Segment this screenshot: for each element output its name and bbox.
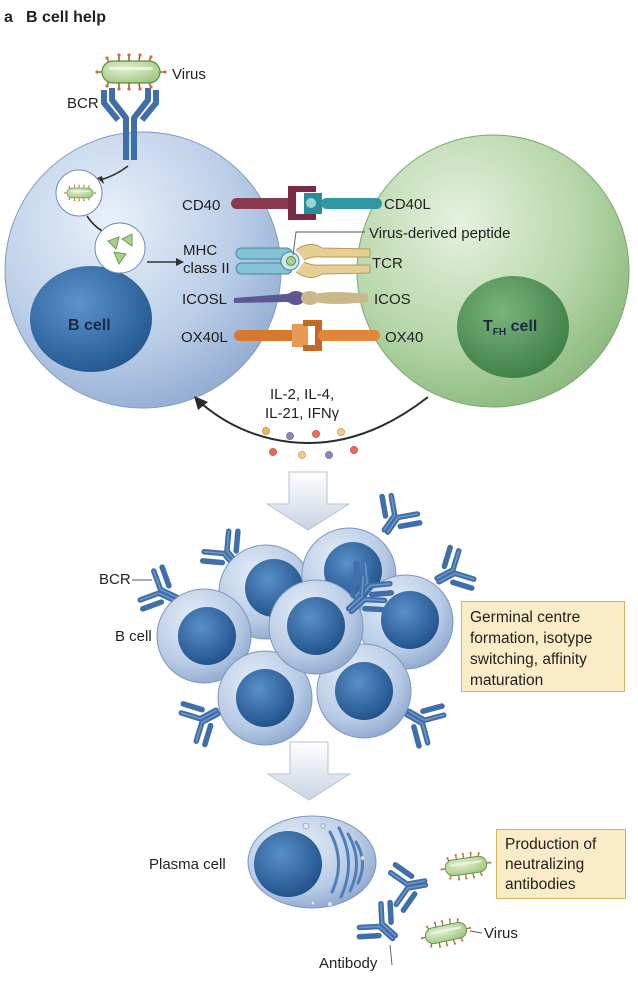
- ab-box-line-1: Production of: [505, 836, 597, 853]
- b-cell-label-middle: B cell: [115, 628, 152, 645]
- gc-box-line-3: switching, affinity: [470, 651, 587, 668]
- plasma-cell-label: Plasma cell: [149, 856, 226, 873]
- endoplasmic-reticulum: [328, 826, 364, 899]
- mhc-label-1: MHC: [183, 242, 217, 259]
- tfh-cell-label: TFH cell: [483, 318, 537, 338]
- cytokines-label-2: IL-21, IFNγ: [265, 405, 340, 422]
- virus-icon-bottom-1: [438, 848, 494, 884]
- bcr-receptor-top: [101, 88, 159, 160]
- cd40-label: CD40: [182, 197, 220, 214]
- germinal-centre-cluster: [137, 492, 477, 749]
- panel-letter: a: [4, 9, 13, 26]
- peptide-pointer: [292, 231, 365, 256]
- virus-label-top: Virus: [172, 66, 206, 83]
- b-cell-nucleus: [30, 266, 152, 372]
- mhc-label-2: class II: [183, 260, 230, 277]
- germinal-centre-box: Germinal centre formation, isotype switc…: [461, 601, 625, 692]
- virus-pointer: [469, 930, 483, 934]
- endosome-peptides: [94, 222, 146, 274]
- cytokines-label-1: IL-2, IL-4,: [270, 386, 334, 403]
- virus-icon-top: [94, 52, 168, 92]
- ab-box-line-3: antibodies: [505, 876, 576, 893]
- plasma-cell: [247, 815, 377, 909]
- bcr-label-middle: BCR: [99, 571, 131, 588]
- plasma-cell-nucleus: [254, 831, 322, 897]
- virus-icon-bottom-2: [417, 913, 475, 953]
- tfh-cell: [356, 134, 630, 408]
- panel-title: B cell help: [26, 9, 106, 26]
- ox40l-ox40-pair: [234, 320, 380, 351]
- peptide-label: Virus-derived peptide: [369, 225, 510, 242]
- b-cell-label: B cell: [68, 317, 111, 334]
- cytokine-arrow: [201, 396, 429, 445]
- tcr-label: TCR: [372, 255, 403, 272]
- flow-arrow-2: [266, 741, 352, 801]
- icos-label: ICOS: [374, 291, 411, 308]
- antibody-pointer: [389, 944, 393, 966]
- ox40-label: OX40: [385, 329, 423, 346]
- antibody-production-box: Production of neutralizing antibodies: [496, 829, 626, 899]
- ab-box-line-2: neutralizing: [505, 856, 585, 873]
- icosl-label: ICOSL: [182, 291, 227, 308]
- gc-box-line-1: Germinal centre: [470, 609, 581, 626]
- antibody-icon-1: [389, 860, 429, 911]
- virus-label-bottom: Virus: [484, 925, 518, 942]
- mhc-tcr-pair: [235, 244, 371, 278]
- cd40-cd40l-pair: [231, 186, 382, 220]
- antibody-icon-2: [355, 898, 410, 954]
- flow-arrow-1: [265, 471, 351, 531]
- antibody-label: Antibody: [319, 955, 378, 972]
- bcr-label-top: BCR: [67, 95, 99, 112]
- cd40l-label: CD40L: [384, 196, 431, 213]
- ox40l-label: OX40L: [181, 329, 228, 346]
- virus-peptide: [286, 256, 296, 266]
- peptide-fragments-icon: [107, 233, 133, 266]
- tfh-nucleus: [457, 276, 569, 378]
- icosl-icos-pair: [234, 291, 368, 305]
- cytokine-dots: [262, 427, 358, 459]
- gc-box-line-2: formation, isotype: [470, 630, 593, 647]
- gc-box-line-4: maturation: [470, 672, 544, 689]
